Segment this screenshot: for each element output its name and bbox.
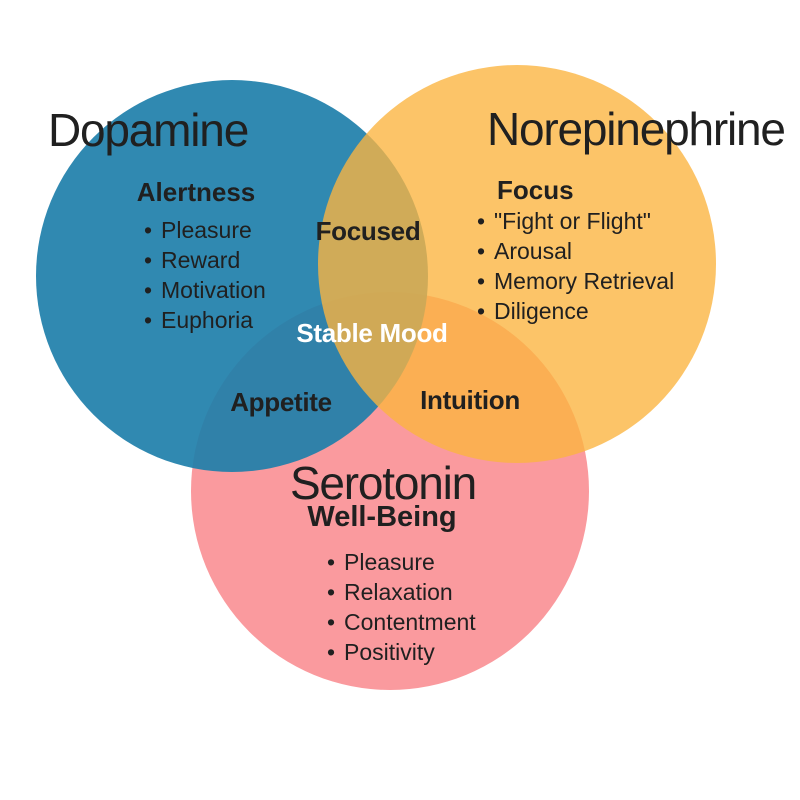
overlap-label-stable-mood: Stable Mood [296, 318, 448, 348]
bullet-icon: • [144, 217, 153, 243]
list-item: • Diligence [477, 296, 674, 326]
bullet-icon: • [327, 579, 336, 605]
list-item: • Arousal [477, 236, 674, 266]
overlap-label-focused: Focused [315, 216, 421, 246]
list-item: • Pleasure [144, 215, 266, 245]
bullet-icon: • [327, 549, 336, 575]
list-item: • "Fight or Flight" [477, 206, 674, 236]
overlap-label-intuition: Intuition [420, 385, 520, 415]
bullet-icon: • [144, 307, 153, 333]
norepinephrine-list: • "Fight or Flight" • Arousal • Memory Retr… [477, 206, 674, 326]
bullet-icon: • [477, 238, 486, 264]
list-item: • Motivation [144, 275, 266, 305]
list-item-label: Motivation [161, 277, 266, 303]
dopamine-title: Dopamine [48, 104, 249, 156]
list-item-label: Relaxation [344, 579, 453, 605]
norepinephrine-title: Norepinephrine [487, 103, 786, 155]
bullet-icon: • [327, 609, 336, 635]
list-item-label: Arousal [494, 238, 572, 264]
list-item-label: Reward [161, 247, 241, 273]
list-item: • Memory Retrieval [477, 266, 674, 296]
bullet-icon: • [477, 268, 486, 294]
list-item: • Positivity [327, 637, 476, 667]
list-item-label: Positivity [344, 639, 435, 665]
list-item-label: Memory Retrieval [494, 268, 675, 294]
bullet-icon: • [327, 639, 336, 665]
list-item: • Relaxation [327, 577, 476, 607]
list-item-label: Pleasure [344, 549, 435, 575]
list-item: • Euphoria [144, 305, 266, 335]
serotonin-list: • Pleasure • Relaxation • Contentment • Posi… [327, 547, 476, 667]
dopamine-list: • Pleasure • Reward • Motivation • Euphoria [144, 215, 266, 335]
dopamine-header: Alertness [136, 177, 256, 207]
bullet-icon: • [144, 277, 153, 303]
list-item-label: Pleasure [161, 217, 252, 243]
list-item-label: Euphoria [161, 307, 254, 333]
list-item: • Contentment [327, 607, 476, 637]
list-item-label: "Fight or Flight" [494, 208, 651, 234]
bullet-icon: • [144, 247, 153, 273]
norepinephrine-circle [318, 65, 716, 463]
list-item-label: Contentment [344, 609, 476, 635]
serotonin-header: Well-Being [307, 501, 457, 533]
list-item: • Pleasure [327, 547, 476, 577]
list-item: • Reward [144, 245, 266, 275]
serotonin-title: Serotonin [289, 457, 477, 509]
bullet-icon: • [477, 298, 486, 324]
overlap-label-appetite: Appetite [230, 387, 332, 417]
bullet-icon: • [477, 208, 486, 234]
list-item-label: Diligence [494, 298, 589, 324]
norepinephrine-header: Focus [497, 175, 574, 205]
